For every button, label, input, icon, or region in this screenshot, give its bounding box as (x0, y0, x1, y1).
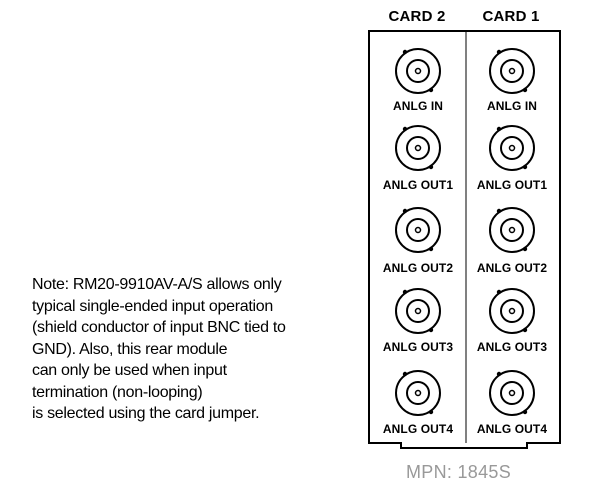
bnc-connector-icon (489, 288, 535, 334)
card-2-header: CARD 2 (388, 8, 446, 25)
card-2-label-anlg-out4: ANLG OUT4 (382, 422, 454, 436)
card-2-label-anlg-out3: ANLG OUT3 (382, 340, 454, 354)
card-2-label-anlg-out2: ANLG OUT2 (382, 261, 454, 275)
card-1-label-anlg-out3: ANLG OUT3 (476, 340, 548, 354)
bnc-connector-icon (395, 125, 441, 171)
bnc-connector-icon (395, 48, 441, 94)
bnc-connector-icon (395, 370, 441, 416)
card-1-label-anlg-out2: ANLG OUT2 (476, 261, 548, 275)
bnc-connector-icon (489, 125, 535, 171)
card-1-header: CARD 1 (482, 8, 540, 25)
card-1-label-anlg-out1: ANLG OUT1 (476, 178, 548, 192)
bnc-connector-icon (489, 48, 535, 94)
note-line: is selected using the card jumper. (32, 405, 260, 422)
card-2-label-anlg-in: ANLG IN (392, 99, 444, 113)
bnc-connector-icon (395, 288, 441, 334)
note-line: GND). Also, this rear module (32, 340, 228, 358)
note-line: typical single-ended input operation (32, 297, 273, 315)
bnc-connector-icon (489, 370, 535, 416)
note-line: can only be used when input (32, 362, 227, 379)
note-text: Note: RM20-9910AV-A/S allows only typica… (32, 274, 332, 425)
card-2-label-anlg-out1: ANLG OUT1 (382, 178, 454, 192)
card-1-label-anlg-out4: ANLG OUT4 (476, 422, 548, 436)
note-line: termination (non-looping) (32, 383, 203, 401)
panel-outline (368, 30, 561, 449)
note-line: (shield conductor of input BNC tied to (32, 319, 286, 336)
bnc-connector-icon (395, 207, 441, 253)
mpn-label: MPN: 1845S (406, 462, 512, 482)
card-1-label-anlg-in: ANLG IN (486, 99, 538, 113)
bnc-connector-icon (489, 207, 535, 253)
note-line: Note: RM20-9910AV-A/S allows only (32, 276, 282, 293)
